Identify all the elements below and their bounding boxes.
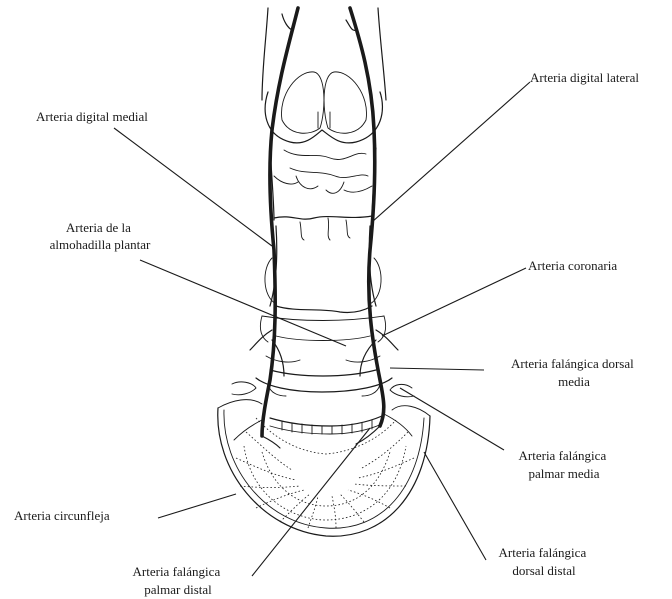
bone-outlines	[232, 8, 414, 434]
label-arteria-falangica-dorsal-media: Arteria falángica dorsal media	[511, 356, 637, 389]
label-arteria-circunfleja: Arteria circunfleja	[14, 508, 110, 523]
label-arteria-falangica-palmar-distal: Arteria falángica palmar distal	[133, 564, 224, 597]
label-arteria-coronaria: Arteria coronaria	[528, 258, 617, 273]
label-arteria-digital-lateral: Arteria digital lateral	[530, 70, 639, 85]
label-arteria-digital-medial: Arteria digital medial	[36, 109, 148, 124]
label-arteria-falangica-palmar-media: Arteria falángica palmar media	[519, 448, 610, 481]
labels: Arteria digital medial Arteria digital l…	[14, 70, 639, 597]
sole-region	[218, 400, 430, 537]
label-arteria-almohadilla-plantar: Arteria de la almohadilla plantar	[50, 220, 151, 252]
label-arteria-falangica-dorsal-distal: Arteria falángica dorsal distal	[499, 545, 590, 578]
